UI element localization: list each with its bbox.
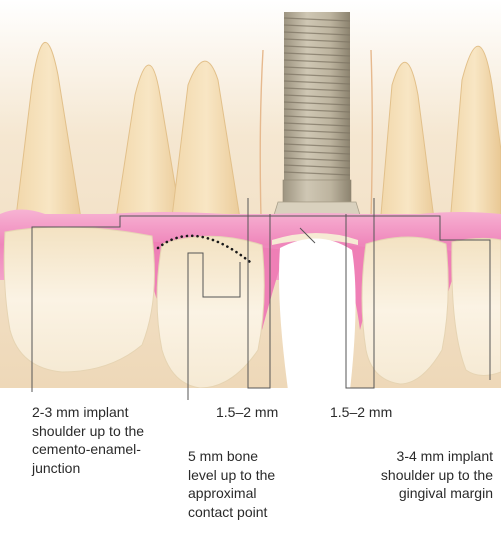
label-bone: 5 mm bone level up to the approximal con…	[188, 447, 275, 521]
label-bone-line1: 5 mm bone	[188, 447, 275, 466]
label-cej-line1: 2-3 mm implant	[32, 403, 144, 422]
label-bone-line2: level up to the	[188, 466, 275, 485]
label-dist-left-text: 1.5–2 mm	[216, 403, 278, 422]
label-bone-line3: approximal	[188, 484, 275, 503]
label-dist-left: 1.5–2 mm	[216, 403, 278, 422]
label-gingival-line3: gingival margin	[381, 484, 493, 503]
label-cej-line4: junction	[32, 459, 144, 478]
label-cej: 2-3 mm implant shoulder up to the cement…	[32, 403, 144, 477]
label-dist-right: 1.5–2 mm	[330, 403, 392, 422]
implant	[274, 12, 360, 215]
label-gingival-line1: 3-4 mm implant	[381, 447, 493, 466]
label-dist-right-text: 1.5–2 mm	[330, 403, 392, 422]
label-bone-line4: contact point	[188, 503, 275, 522]
label-gingival: 3-4 mm implant shoulder up to the gingiv…	[381, 447, 493, 503]
label-cej-line2: shoulder up to the	[32, 422, 144, 441]
label-gingival-line2: shoulder up to the	[381, 466, 493, 485]
crown-left-lateral	[4, 227, 154, 372]
label-cej-line3: cemento-enamel-	[32, 440, 144, 459]
implant-gap	[279, 238, 356, 390]
